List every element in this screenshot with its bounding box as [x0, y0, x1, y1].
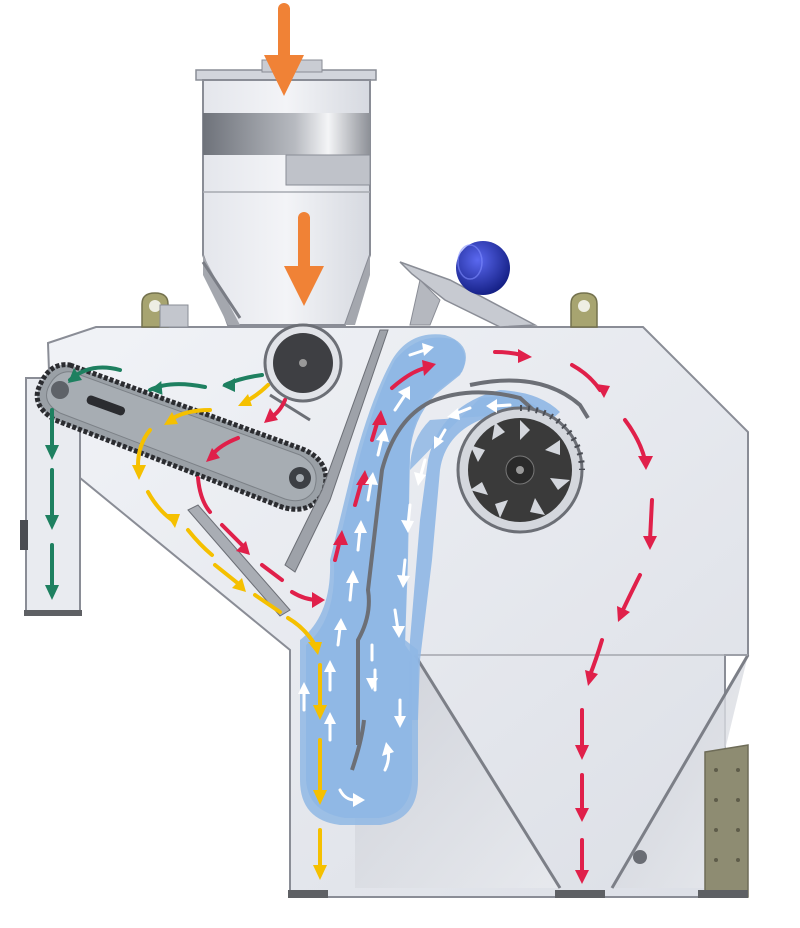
red-flow — [196, 349, 657, 884]
feed-hopper — [195, 59, 377, 326]
radial-fan — [456, 405, 585, 534]
chute-latch — [20, 520, 28, 550]
foot-chute — [24, 610, 82, 616]
air-flow — [298, 343, 512, 807]
yellow-guide-plate — [187, 504, 291, 617]
motor — [399, 241, 538, 328]
foot-right — [698, 890, 748, 898]
down-arrow-icon — [264, 3, 304, 96]
feed-roller — [263, 323, 343, 422]
yellow-flow — [132, 383, 327, 880]
down-arrow-icon — [284, 212, 324, 306]
belt-conveyor — [34, 362, 329, 512]
lifting-lug-right — [570, 292, 598, 328]
outlet-valve-icon — [633, 850, 647, 864]
green-flow — [45, 365, 264, 600]
side-plate — [704, 744, 749, 898]
foot-left — [288, 890, 328, 898]
electric-motor-icon — [456, 241, 510, 295]
inlet-flange — [159, 304, 189, 328]
center-deflector — [284, 329, 389, 573]
feed-arrows — [264, 3, 324, 306]
foot-center — [555, 890, 605, 898]
conveyor-pulley-left — [51, 381, 69, 399]
